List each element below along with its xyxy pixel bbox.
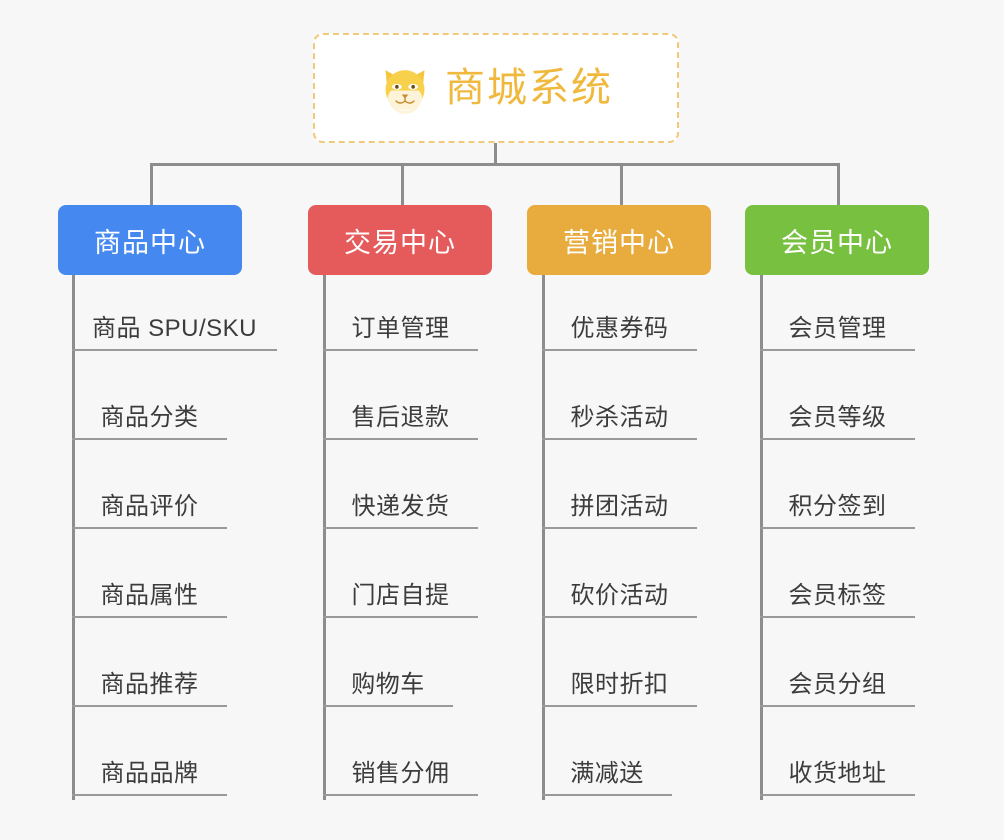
leaf-item-1-3[interactable]: 商品评价 <box>72 440 227 529</box>
shiba-dog-face-icon <box>385 70 425 114</box>
leaf-label: 商品品牌 <box>100 760 199 787</box>
column-spine-4 <box>760 275 763 800</box>
leaf-item-3-1[interactable]: 优惠券码 <box>542 262 697 351</box>
leaf-label: 商品分类 <box>100 404 199 431</box>
leaf-item-2-2[interactable]: 售后退款 <box>323 351 478 440</box>
leaf-item-1-4[interactable]: 商品属性 <box>72 529 227 618</box>
leaf-label: 会员分组 <box>788 671 887 698</box>
leaf-item-3-6[interactable]: 满减送 <box>542 707 672 796</box>
category-box-3[interactable]: 营销中心 <box>527 205 711 275</box>
connector-drop-3 <box>620 163 623 205</box>
category-title-4: 会员中心 <box>781 227 893 258</box>
leaf-label: 满减送 <box>570 760 644 787</box>
leaf-item-1-5[interactable]: 商品推荐 <box>72 618 227 707</box>
leaf-label: 购物车 <box>351 671 425 698</box>
connector-root-stem <box>494 143 497 165</box>
connector-drop-2 <box>401 163 404 205</box>
leaf-item-3-4[interactable]: 砍价活动 <box>542 529 697 618</box>
category-box-2[interactable]: 交易中心 <box>308 205 492 275</box>
leaf-label: 优惠券码 <box>570 315 669 342</box>
leaf-item-4-2[interactable]: 会员等级 <box>760 351 915 440</box>
leaf-item-3-2[interactable]: 秒杀活动 <box>542 351 697 440</box>
category-box-1[interactable]: 商品中心 <box>58 205 242 275</box>
leaf-item-2-6[interactable]: 销售分佣 <box>323 707 478 796</box>
leaf-label: 售后退款 <box>351 404 450 431</box>
leaf-item-4-5[interactable]: 会员分组 <box>760 618 915 707</box>
leaf-label: 商品评价 <box>100 493 199 520</box>
category-box-4[interactable]: 会员中心 <box>745 205 929 275</box>
leaf-item-2-3[interactable]: 快递发货 <box>323 440 478 529</box>
leaf-label: 会员标签 <box>788 582 887 609</box>
leaf-label: 会员等级 <box>788 404 887 431</box>
category-title-2: 交易中心 <box>344 227 456 258</box>
column-spine-1 <box>72 275 75 800</box>
root-node-mall-system[interactable]: 商城系统 <box>313 33 679 143</box>
leaf-label: 限时折扣 <box>570 671 669 698</box>
leaf-item-4-4[interactable]: 会员标签 <box>760 529 915 618</box>
connector-horizontal-bus <box>150 163 840 166</box>
leaf-item-2-4[interactable]: 门店自提 <box>323 529 478 618</box>
connector-drop-4 <box>837 163 840 205</box>
leaf-label: 积分签到 <box>788 493 887 520</box>
leaf-item-1-2[interactable]: 商品分类 <box>72 351 227 440</box>
connector-drop-1 <box>150 163 153 205</box>
leaf-label: 拼团活动 <box>570 493 669 520</box>
leaf-label: 商品 SPU/SKU <box>91 315 258 342</box>
column-spine-2 <box>323 275 326 800</box>
leaf-item-3-3[interactable]: 拼团活动 <box>542 440 697 529</box>
leaf-item-4-1[interactable]: 会员管理 <box>760 262 915 351</box>
column-spine-3 <box>542 275 545 800</box>
leaf-label: 订单管理 <box>351 315 450 342</box>
leaf-label: 商品推荐 <box>100 671 199 698</box>
category-title-3: 营销中心 <box>563 227 675 258</box>
leaf-label: 会员管理 <box>788 315 887 342</box>
leaf-label: 收货地址 <box>788 760 887 787</box>
leaf-label: 门店自提 <box>351 582 450 609</box>
leaf-label: 商品属性 <box>100 582 199 609</box>
leaf-label: 快递发货 <box>351 493 450 520</box>
leaf-label: 销售分佣 <box>351 760 450 787</box>
root-title: 商城系统 <box>445 66 613 110</box>
leaf-label: 秒杀活动 <box>570 404 669 431</box>
leaf-item-4-6[interactable]: 收货地址 <box>760 707 915 796</box>
leaf-item-2-1[interactable]: 订单管理 <box>323 262 478 351</box>
leaf-item-3-5[interactable]: 限时折扣 <box>542 618 697 707</box>
leaf-label: 砍价活动 <box>570 582 669 609</box>
leaf-item-1-1[interactable]: 商品 SPU/SKU <box>72 262 277 351</box>
category-title-1: 商品中心 <box>94 227 206 258</box>
leaf-item-2-5[interactable]: 购物车 <box>323 618 453 707</box>
leaf-item-1-6[interactable]: 商品品牌 <box>72 707 227 796</box>
leaf-item-4-3[interactable]: 积分签到 <box>760 440 915 529</box>
